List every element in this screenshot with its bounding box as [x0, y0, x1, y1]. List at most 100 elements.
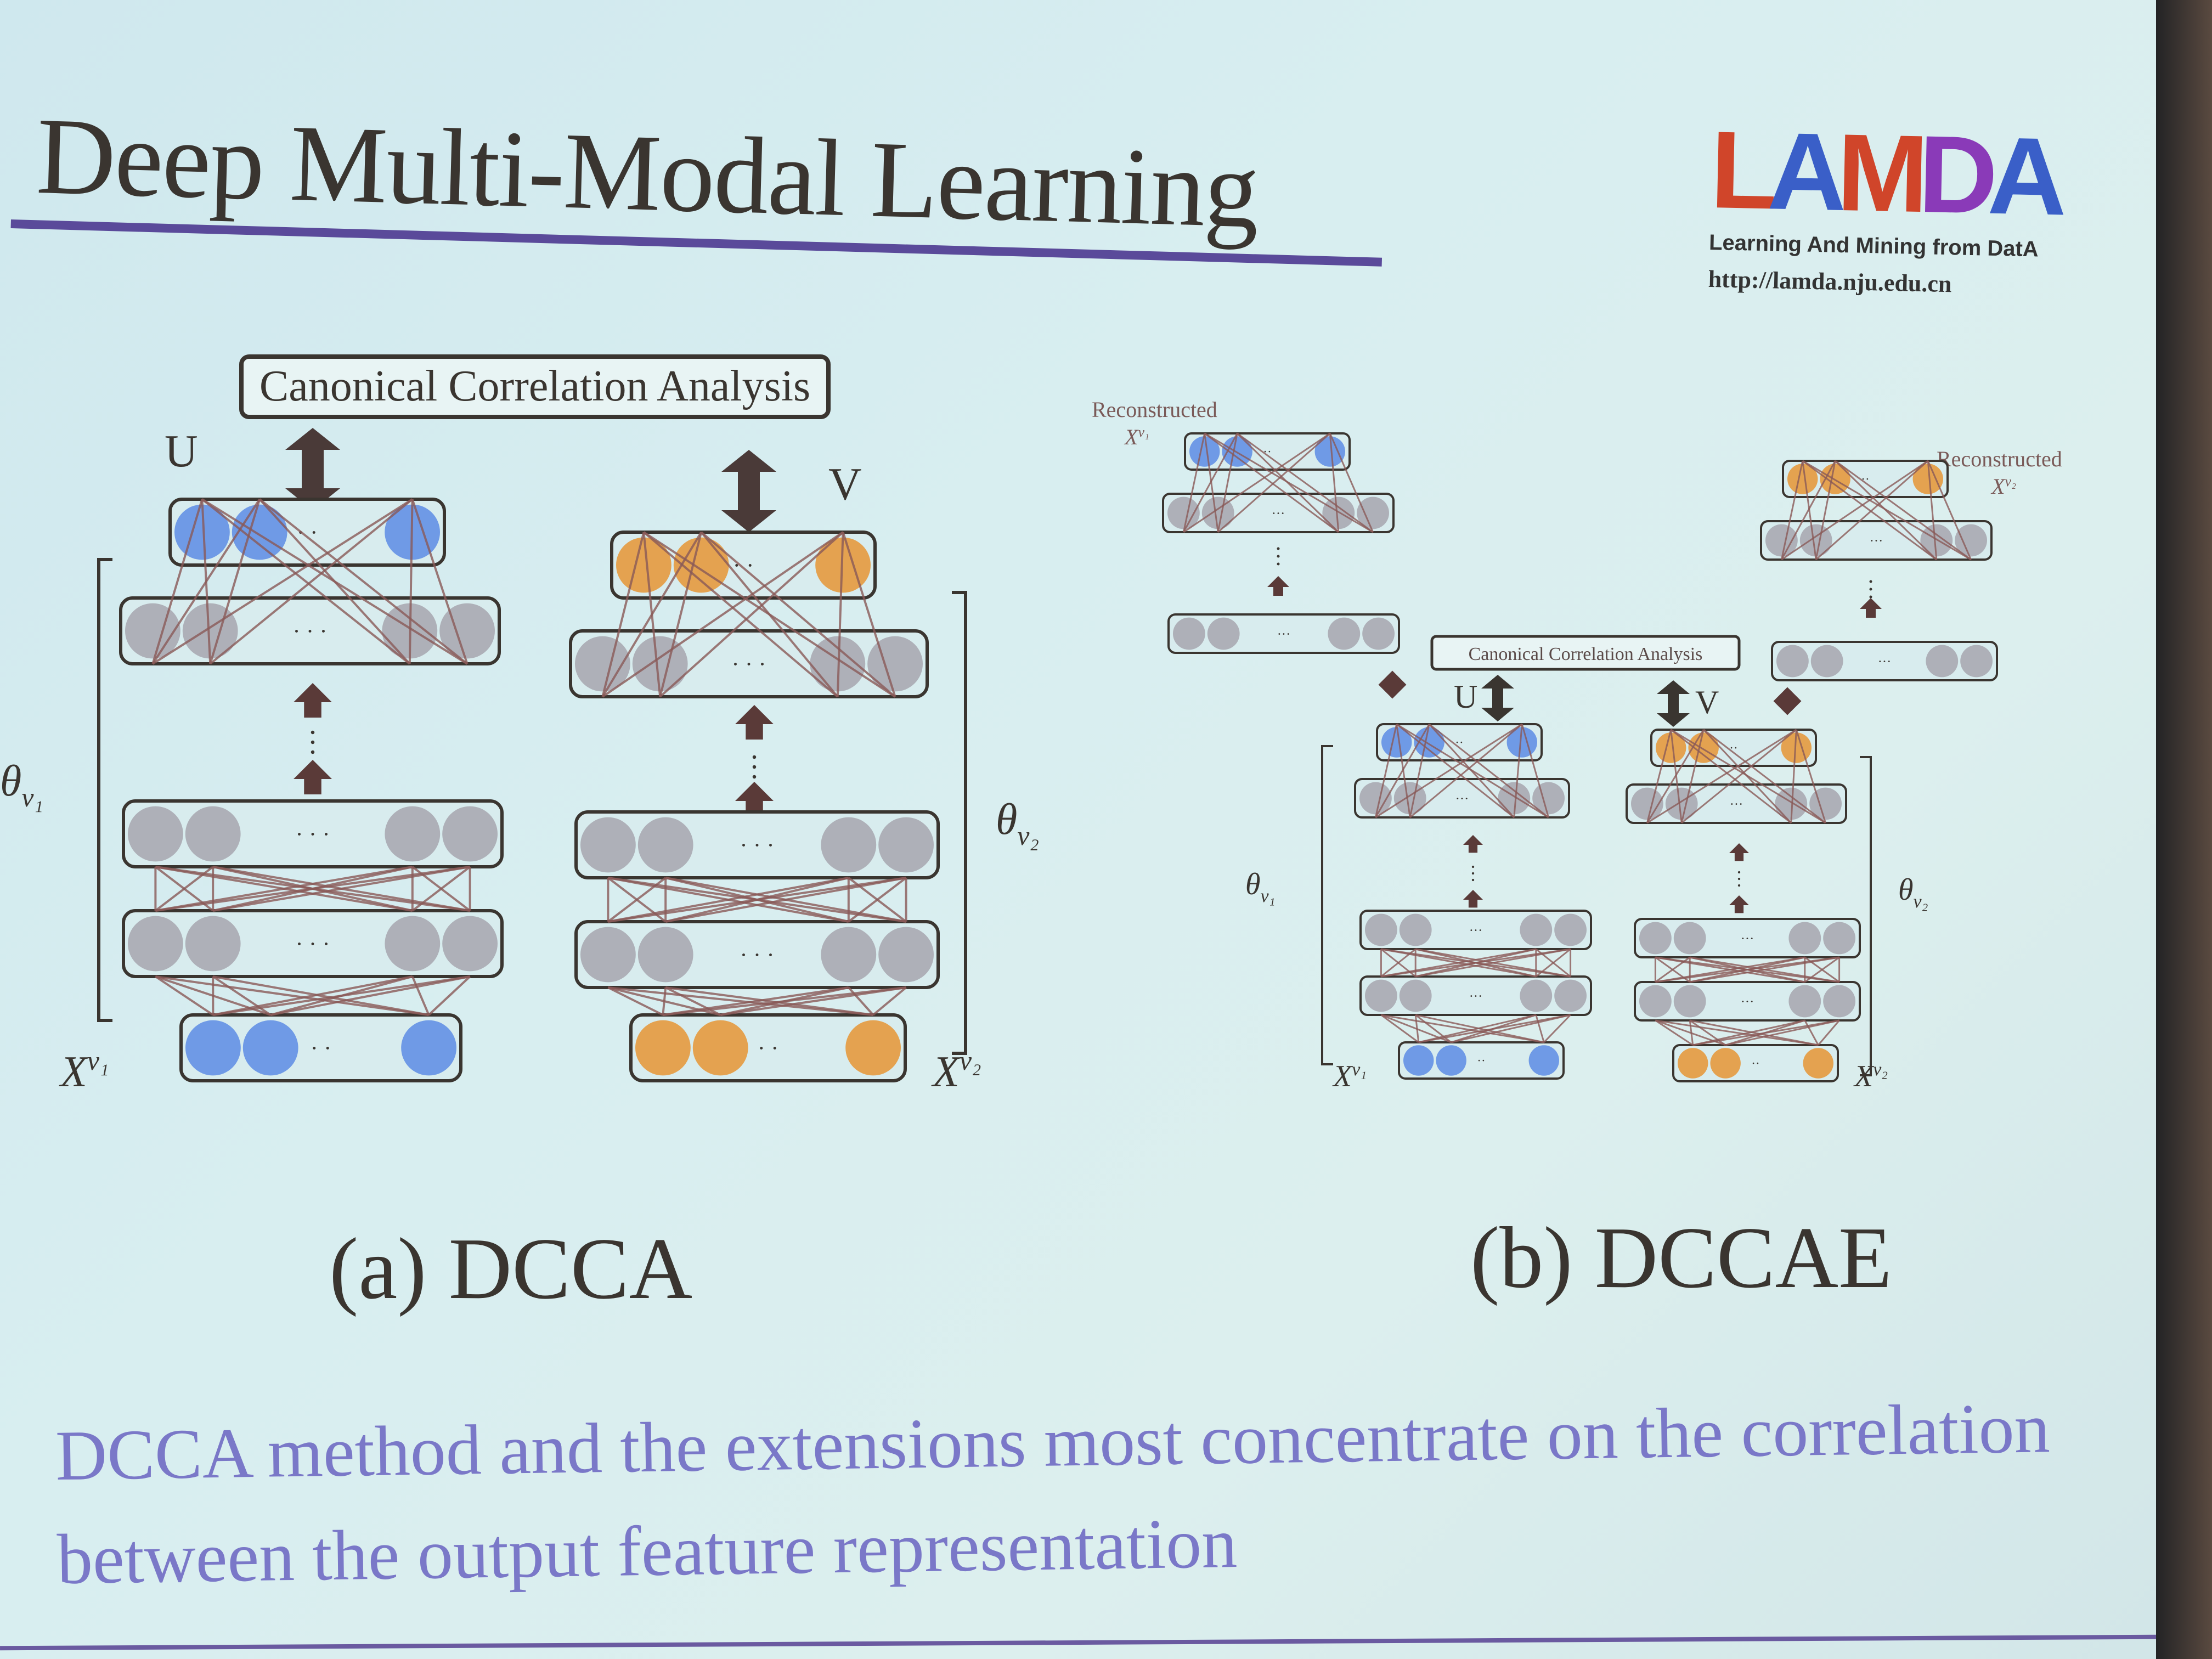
connection: [1689, 1020, 1694, 1046]
connection: [1429, 723, 1515, 819]
input-b-view2-ellipsis: ··: [1751, 1056, 1759, 1070]
connection: [602, 531, 844, 698]
input-b-view2-node: [1710, 1048, 1741, 1079]
up-arrow: [294, 760, 332, 794]
connection: [1655, 956, 1691, 983]
logo-letter-a2: A: [1987, 114, 2059, 239]
connection: [700, 531, 896, 698]
connection: [1409, 724, 1430, 818]
network-view2: · ·· · ·· · ·· · ·· ·: [569, 531, 940, 1082]
reconstructed-layer-view1-ellipsis: ··: [1263, 444, 1271, 459]
connection: [1802, 460, 1937, 561]
connection: [1415, 948, 1571, 978]
hidden-top-b-view1-node: [1393, 782, 1426, 815]
vertical-dot: [752, 775, 757, 779]
input-left-label: Xv₁: [59, 1045, 109, 1096]
connection: [201, 498, 411, 665]
hidden-top-b-view1-ellipsis: ···: [1455, 791, 1469, 806]
vertical-dot: [1737, 884, 1741, 887]
input-layer-view2-node: [635, 1020, 691, 1076]
connection: [1725, 1019, 1805, 1046]
hidden-layer-2-view1-node: [185, 806, 241, 862]
decoder-bottom-view1-node: [1207, 617, 1240, 650]
vertical-dot: [1471, 872, 1475, 875]
hidden-top-b-view2-node: [1665, 787, 1698, 820]
connection: [1396, 723, 1515, 819]
decoder-bottom-view1-ellipsis: ···: [1277, 627, 1290, 641]
hidden-1-b-view1-node: [1365, 979, 1397, 1012]
output-layer-b-view1-node: [1381, 727, 1412, 758]
connection: [155, 975, 429, 1016]
logo-url: http://lamda.nju.edu.cn: [1708, 265, 1952, 298]
encoder-view2: ·············: [1626, 680, 1861, 1082]
hidden-layer-top-view1-node: [439, 603, 495, 659]
connection: [411, 976, 430, 1015]
hidden-1-b-view2-node: [1788, 985, 1821, 1018]
connection: [1418, 1014, 1537, 1043]
hidden-2-b-view2-node: [1639, 922, 1672, 955]
double-arrow-v: [1657, 680, 1690, 727]
connection: [411, 866, 471, 912]
connection: [209, 498, 413, 665]
connection: [1795, 729, 1827, 823]
connection: [1381, 948, 1537, 978]
label-v: V: [828, 459, 862, 510]
input-b-view1-node: [1436, 1045, 1466, 1076]
projector-screen-edge: [2156, 0, 2212, 1659]
output-layer-view1-node: [232, 504, 287, 560]
reconstructed-right-sym: Xv₂: [1990, 473, 2016, 499]
decoder-bottom-view1-node: [1173, 617, 1205, 650]
connection: [155, 975, 214, 1016]
logo-letter-d: D: [1917, 112, 1989, 237]
input-b-view2-node: [1678, 1048, 1708, 1079]
connection: [1703, 729, 1792, 824]
input-b-left: Xv₁: [1332, 1059, 1367, 1093]
up-arrow: [294, 683, 332, 718]
connection: [1415, 948, 1537, 978]
connection: [212, 866, 470, 912]
connection: [1780, 460, 1804, 560]
connection: [1804, 1020, 1819, 1046]
input-layer-view1-ellipsis: · ·: [311, 1036, 331, 1061]
theta-b-right: θv₂: [1898, 873, 1928, 912]
connection: [607, 877, 667, 923]
hidden-1-b-view2-node: [1673, 985, 1706, 1018]
connection: [1646, 729, 1797, 824]
decoder-hidden-view1-node: [1357, 496, 1389, 529]
hidden-layer-1-view2-node: [580, 927, 636, 983]
connection: [1237, 432, 1374, 533]
hidden-layer-2-view1-node: [128, 806, 183, 862]
connection: [842, 532, 896, 697]
hidden-layer-top-view1-ellipsis: · · ·: [293, 619, 328, 644]
footer-rule: [0, 1634, 2156, 1651]
connection: [212, 975, 429, 1016]
theta-b-left: θv₁: [1245, 867, 1275, 906]
cca-box: [239, 354, 831, 419]
up-arrow: [735, 782, 774, 816]
vertical-dot: [1277, 555, 1280, 558]
decoder-hidden-view1-ellipsis: ···: [1272, 506, 1285, 521]
connection: [1182, 433, 1206, 533]
connection: [1535, 1014, 1545, 1043]
reconstructed-right-label: Reconstructed: [1937, 447, 2062, 471]
decoder-bottom-view2-ellipsis: ···: [1878, 654, 1891, 669]
double-arrow-right: [721, 450, 776, 532]
hidden-2-b-view1-node: [1399, 913, 1432, 946]
reconstructed-layer-view1-node: [1222, 436, 1252, 467]
logo-letter-l: L: [1709, 109, 1769, 233]
decoder-hidden-view2-node: [1955, 524, 1987, 557]
connection: [1646, 729, 1705, 823]
connection: [642, 532, 662, 697]
diagonal-arrow-left: [1378, 670, 1407, 699]
vertical-dot: [1737, 871, 1741, 874]
vertical-dot: [752, 765, 757, 769]
double-arrow-u: [1481, 675, 1514, 721]
decoder-hidden-view1-node: [1167, 496, 1200, 529]
connection: [1670, 729, 1792, 824]
connection: [608, 877, 849, 923]
hidden-layer-2-view1-node: [385, 806, 441, 862]
hidden-layer-2-view2-node: [637, 817, 693, 873]
caption-dccae: (b) DCCAE: [1470, 1209, 1892, 1306]
cca-box-label: Canonical Correlation Analysis: [259, 362, 810, 410]
decoder-view1: ········: [1162, 432, 1407, 699]
